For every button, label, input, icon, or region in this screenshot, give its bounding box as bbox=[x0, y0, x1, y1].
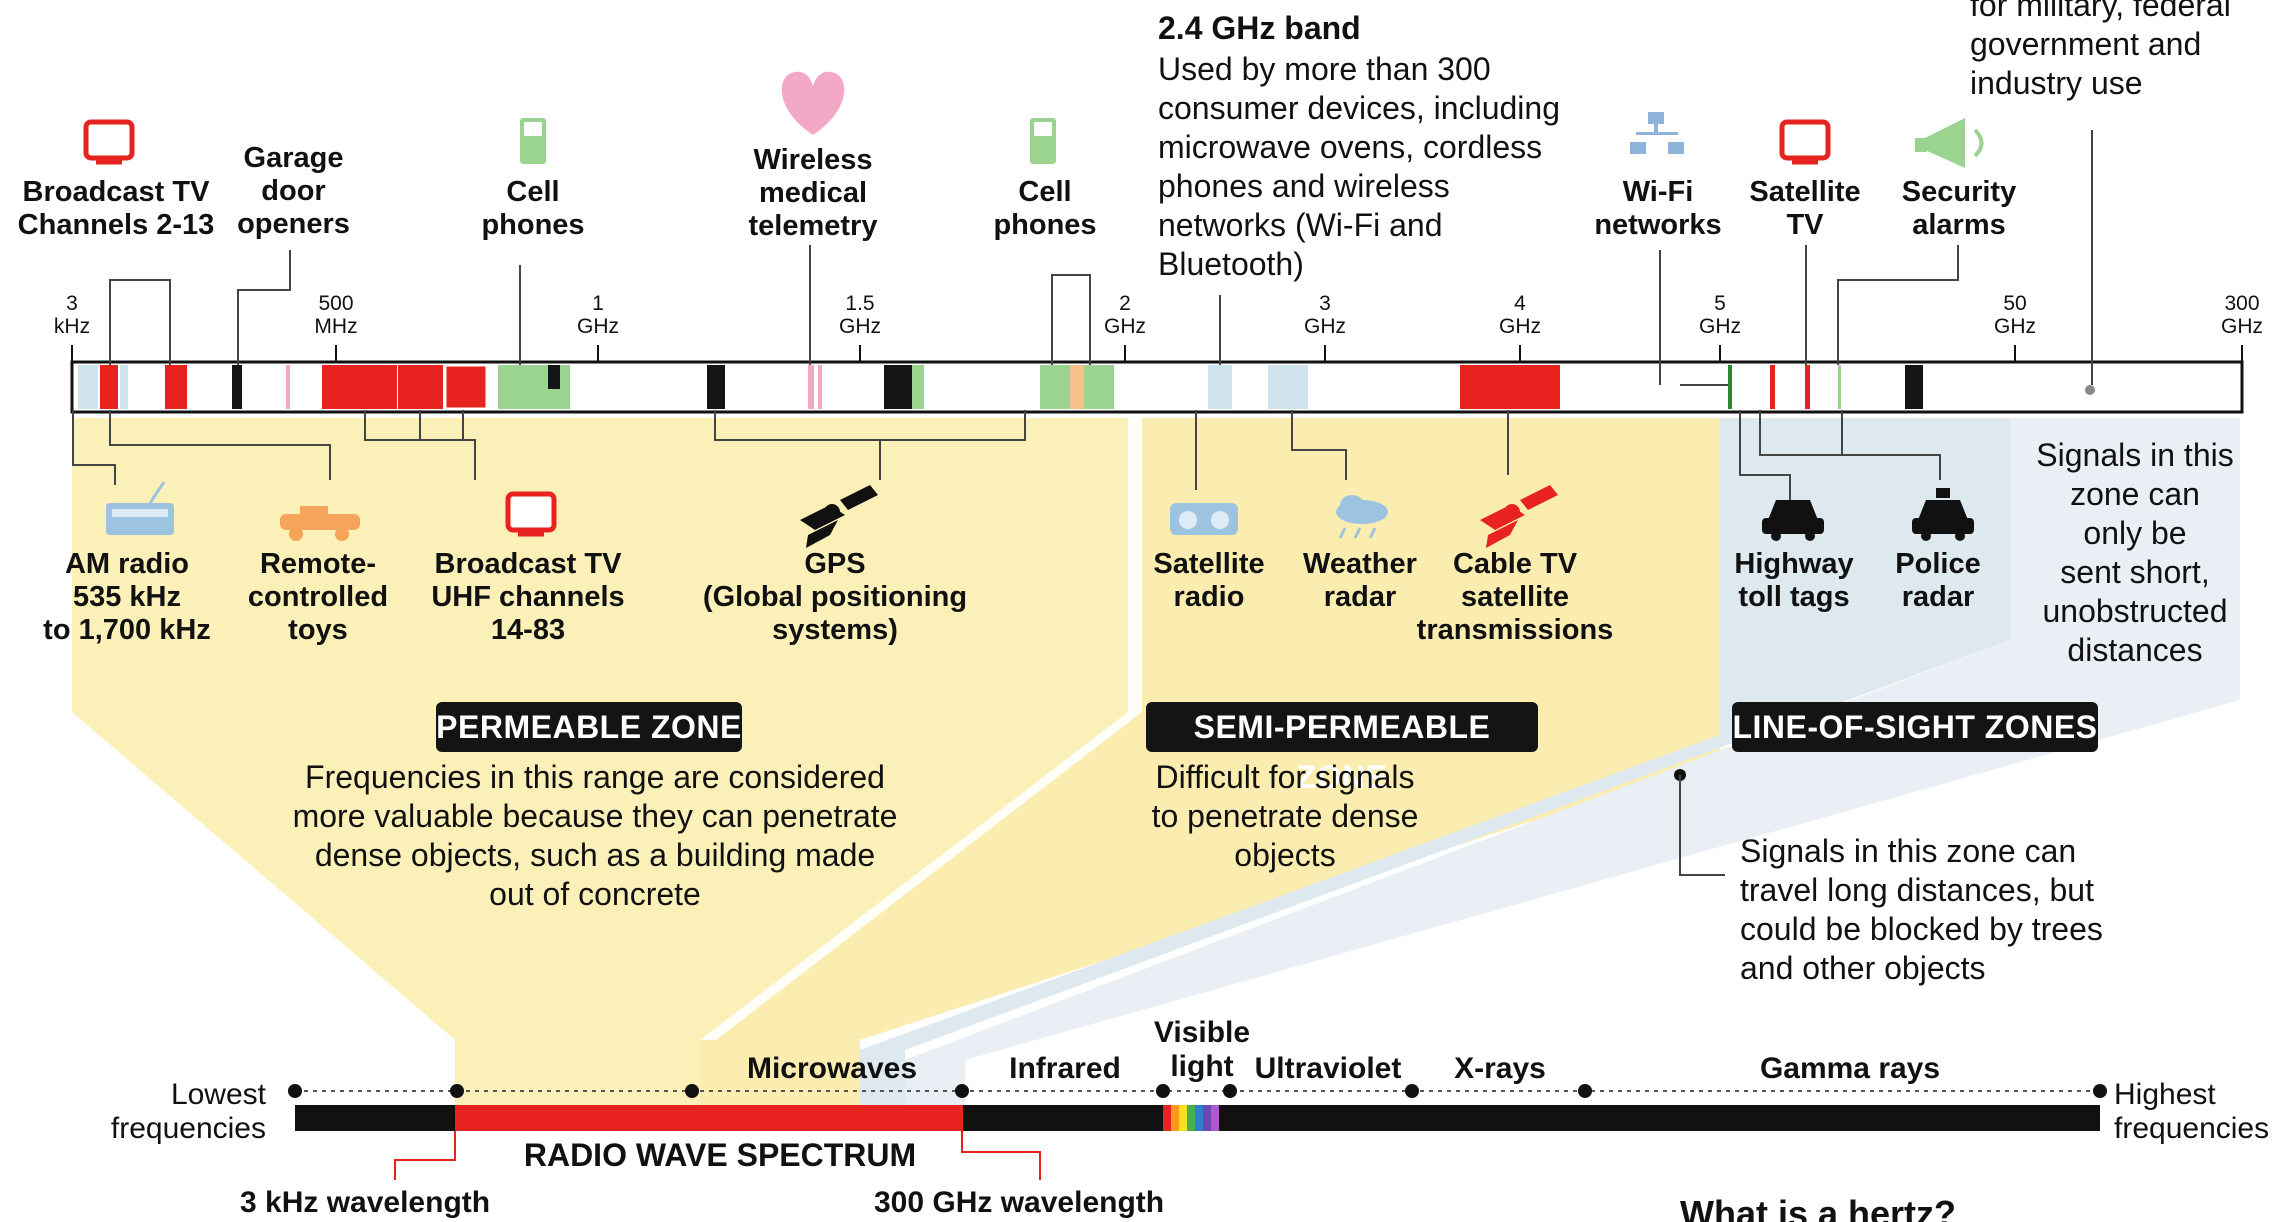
cell-phone-icon-left bbox=[520, 118, 546, 164]
megaphone-icon bbox=[1915, 118, 1984, 168]
band-2-4-ghz-description: Used by more than 300 consumer devices, … bbox=[1158, 51, 1560, 282]
permeable-zone-text: Frequencies in this range are considered… bbox=[292, 759, 898, 912]
toy-car-icon bbox=[280, 506, 360, 541]
what-is-a-hertz-heading: What is a hertz? bbox=[1680, 1193, 1957, 1222]
band-segments bbox=[78, 363, 2095, 411]
leader-lines bbox=[72, 130, 2093, 500]
radio-wave-segment bbox=[455, 1105, 963, 1131]
tick-4-ghz: 4 GHz bbox=[1499, 292, 1541, 338]
satellite-radio-icon bbox=[1170, 503, 1238, 535]
tick-3-ghz: 3 GHz bbox=[1304, 292, 1346, 338]
infrared-label: Infrared bbox=[1009, 1052, 1121, 1085]
line-of-sight-zones-badge: LINE-OF-SIGHT ZONES bbox=[1732, 702, 2098, 752]
wavelength-high-pointer bbox=[961, 1131, 1041, 1180]
semi-permeable-zone-area bbox=[700, 418, 1720, 1105]
band-2-4-ghz-title: 2.4 GHz band bbox=[1158, 10, 1361, 46]
label-highway-toll-tags: Highway toll tags bbox=[1734, 548, 1854, 613]
label-satellite-tv: Satellite TV bbox=[1749, 176, 1861, 241]
wavelength-3-khz-label: 3 kHz wavelength bbox=[240, 1186, 491, 1219]
tick-50-ghz: 50 GHz bbox=[1994, 292, 2036, 338]
tick-2-ghz: 2 GHz bbox=[1104, 292, 1146, 338]
visible-light-band bbox=[1163, 1105, 1219, 1131]
car-icon bbox=[1762, 500, 1824, 541]
tv-icon bbox=[83, 119, 135, 165]
line-of-sight-zones-text: Signals in this zone can travel long dis… bbox=[1740, 833, 2103, 986]
satellite-tv-icon bbox=[1779, 119, 1831, 165]
network-icon bbox=[1630, 112, 1684, 154]
am-radio-icon bbox=[106, 481, 174, 535]
label-broadcast-tv: Broadcast TV Channels 2-13 bbox=[17, 176, 215, 241]
tick-300-ghz: 300 GHz bbox=[2221, 292, 2263, 338]
label-satellite-radio: Satellite radio bbox=[1153, 548, 1265, 613]
label-remote-controlled-toys: Remote- controlled toys bbox=[247, 548, 389, 646]
x-rays-label: X-rays bbox=[1454, 1052, 1546, 1085]
label-wireless-medical-telemetry: Wireless medical telemetry bbox=[748, 144, 878, 242]
heart-icon bbox=[781, 71, 845, 135]
permeable-zone-area bbox=[72, 418, 1142, 1105]
semi-permeable-zone-text: Difficult for signals to penetrate dense… bbox=[1151, 759, 1419, 873]
tick-500-mhz: 500 MHz bbox=[314, 292, 358, 338]
cable-satellite-icon bbox=[1480, 485, 1558, 548]
permeable-zone-badge: PERMEABLE ZONE bbox=[436, 702, 742, 752]
semi-permeable-zone-badge: SEMI-PERMEABLE ZONE bbox=[1146, 702, 1538, 795]
label-broadcast-tv-uhf: Broadcast TV UHF channels 14-83 bbox=[431, 548, 625, 646]
gamma-rays-label: Gamma rays bbox=[1759, 1052, 1941, 1085]
lowest-frequencies-label: Lowest frequencies bbox=[110, 1078, 266, 1145]
gps-satellite-icon bbox=[800, 485, 878, 548]
tick-3-khz: 3 kHz bbox=[53, 292, 91, 338]
police-car-icon bbox=[1912, 488, 1974, 541]
label-am-radio: AM radio 535 kHz to 1,700 kHz bbox=[43, 548, 211, 646]
highest-frequencies-label: Highest frequencies bbox=[2114, 1078, 2270, 1145]
wavelength-300-ghz-label: 300 GHz wavelength bbox=[874, 1186, 1165, 1219]
label-gps: GPS (Global positioning systems) bbox=[702, 548, 968, 646]
uhf-tv-icon bbox=[505, 491, 557, 537]
label-security-alarms: Security alarms bbox=[1901, 176, 2017, 241]
label-police-radar: Police radar bbox=[1895, 548, 1981, 613]
military-use-text: for military, federal government and ind… bbox=[1970, 0, 2231, 101]
short-distance-zone-area bbox=[905, 418, 2240, 1105]
los-pointer-line bbox=[1679, 775, 1725, 876]
tick-marks bbox=[71, 345, 2243, 362]
tick-1-5-ghz: 1.5 GHz bbox=[839, 292, 881, 338]
tick-1-ghz: 1 GHz bbox=[577, 292, 619, 338]
visible-light-label: Visible light bbox=[1153, 1016, 1251, 1083]
label-cell-phones-left: Cell phones bbox=[481, 176, 585, 241]
label-garage-door-openers: Garage door openers bbox=[237, 142, 350, 240]
label-weather-radar: Weather radar bbox=[1303, 548, 1417, 613]
spectrum-boundary-dots bbox=[288, 1084, 2107, 1098]
microwaves-label: Microwaves bbox=[746, 1052, 918, 1085]
line-of-sight-zone-area bbox=[860, 418, 2010, 1105]
weather-cloud-icon bbox=[1336, 495, 1388, 539]
ultraviolet-label: Ultraviolet bbox=[1254, 1052, 1402, 1085]
label-cable-tv-satellite: Cable TV satellite transmissions bbox=[1416, 548, 1614, 646]
tick-5-ghz: 5 GHz bbox=[1699, 292, 1741, 338]
wavelength-low-pointer bbox=[394, 1131, 456, 1180]
label-wifi-networks: Wi-Fi networks bbox=[1594, 176, 1722, 241]
cell-phone-icon-right bbox=[1030, 118, 1056, 164]
label-cell-phones-right: Cell phones bbox=[993, 176, 1097, 241]
short-distance-zone-text: Signals in this zone can only be sent sh… bbox=[2036, 437, 2234, 668]
radio-wave-spectrum-label: RADIO WAVE SPECTRUM bbox=[523, 1137, 917, 1173]
